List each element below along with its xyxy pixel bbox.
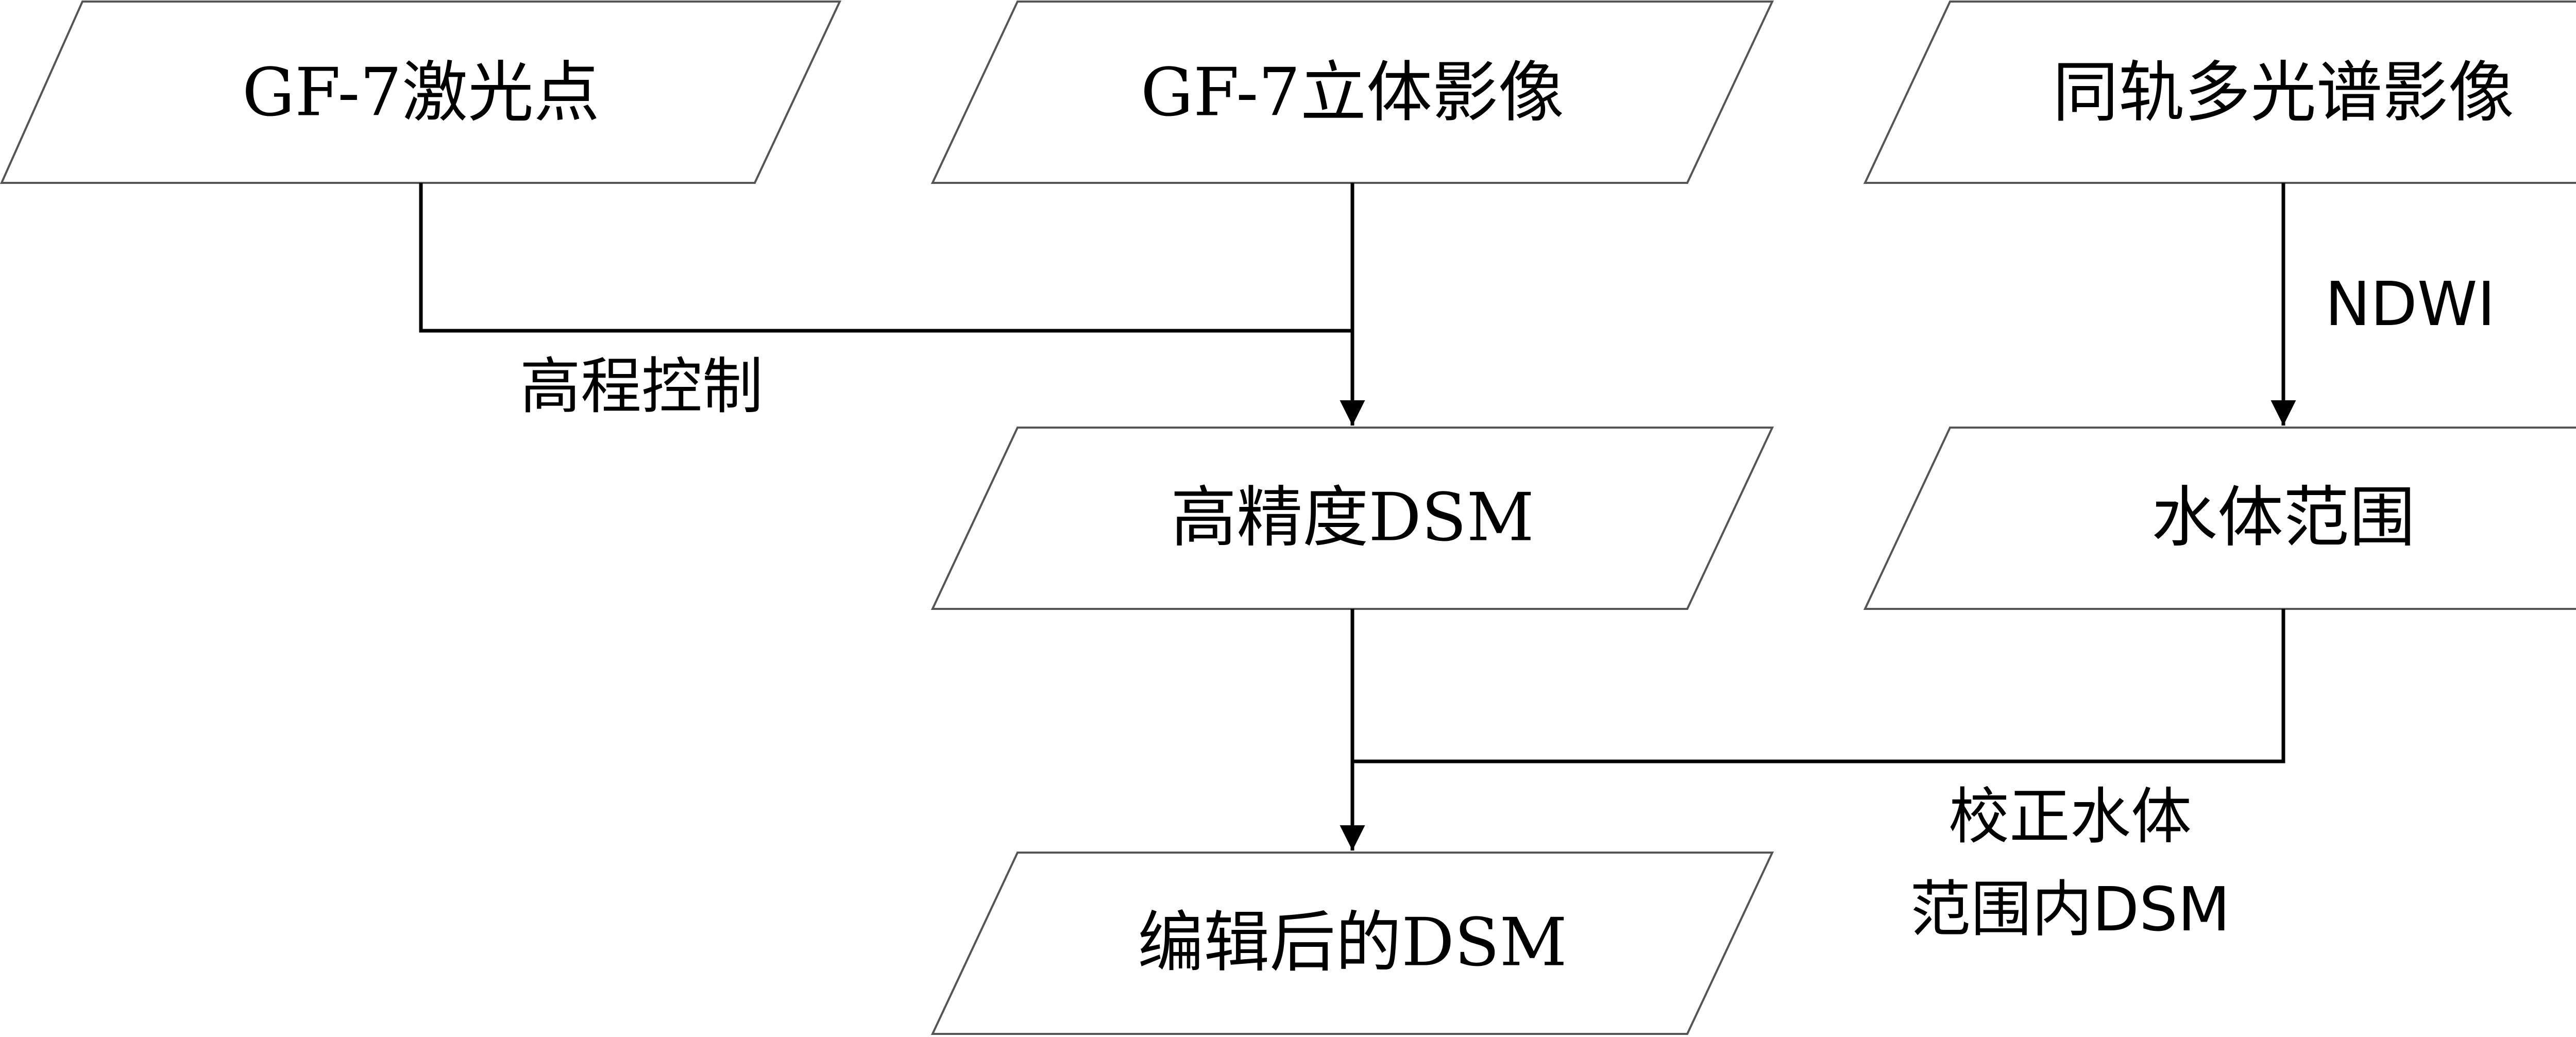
- parallelogram-shape: [930, 0, 1774, 184]
- edge-label-correct-water-line1: 校正水体: [1948, 781, 2192, 852]
- node-label: 高精度DSM: [1171, 480, 1534, 556]
- node-gf7-laser-points: GF-7激光点: [0, 0, 842, 184]
- connector-laser-to-junction: [419, 183, 1352, 333]
- parallelogram-shape: [930, 852, 1774, 1035]
- edge-label-correct-water-line2: 范围内DSM: [1910, 874, 2230, 945]
- node-label: 编辑后的DSM: [1138, 905, 1567, 981]
- edge-label-ndwi: NDWI: [2325, 268, 2496, 339]
- node-water-extent: 水体范围: [1863, 427, 2576, 610]
- node-label: GF-7立体影像: [1141, 55, 1564, 131]
- node-label: 水体范围: [2151, 480, 2415, 556]
- edge-label-elevation-control: 高程控制: [520, 351, 763, 422]
- connector-water-to-junction: [1352, 609, 2285, 763]
- node-label: 同轨多光谱影像: [2053, 55, 2514, 131]
- parallelogram-shape: [1863, 0, 2576, 184]
- node-high-precision-dsm: 高精度DSM: [930, 427, 1774, 610]
- node-edited-dsm: 编辑后的DSM: [930, 852, 1774, 1035]
- node-same-track-multispectral: 同轨多光谱影像: [1863, 0, 2576, 184]
- parallelogram-shape: [930, 427, 1774, 610]
- parallelogram-shape: [0, 0, 842, 184]
- parallelogram-shape: [1863, 427, 2576, 610]
- node-label: GF-7激光点: [242, 55, 600, 131]
- node-gf7-stereo-imagery: GF-7立体影像: [930, 0, 1774, 184]
